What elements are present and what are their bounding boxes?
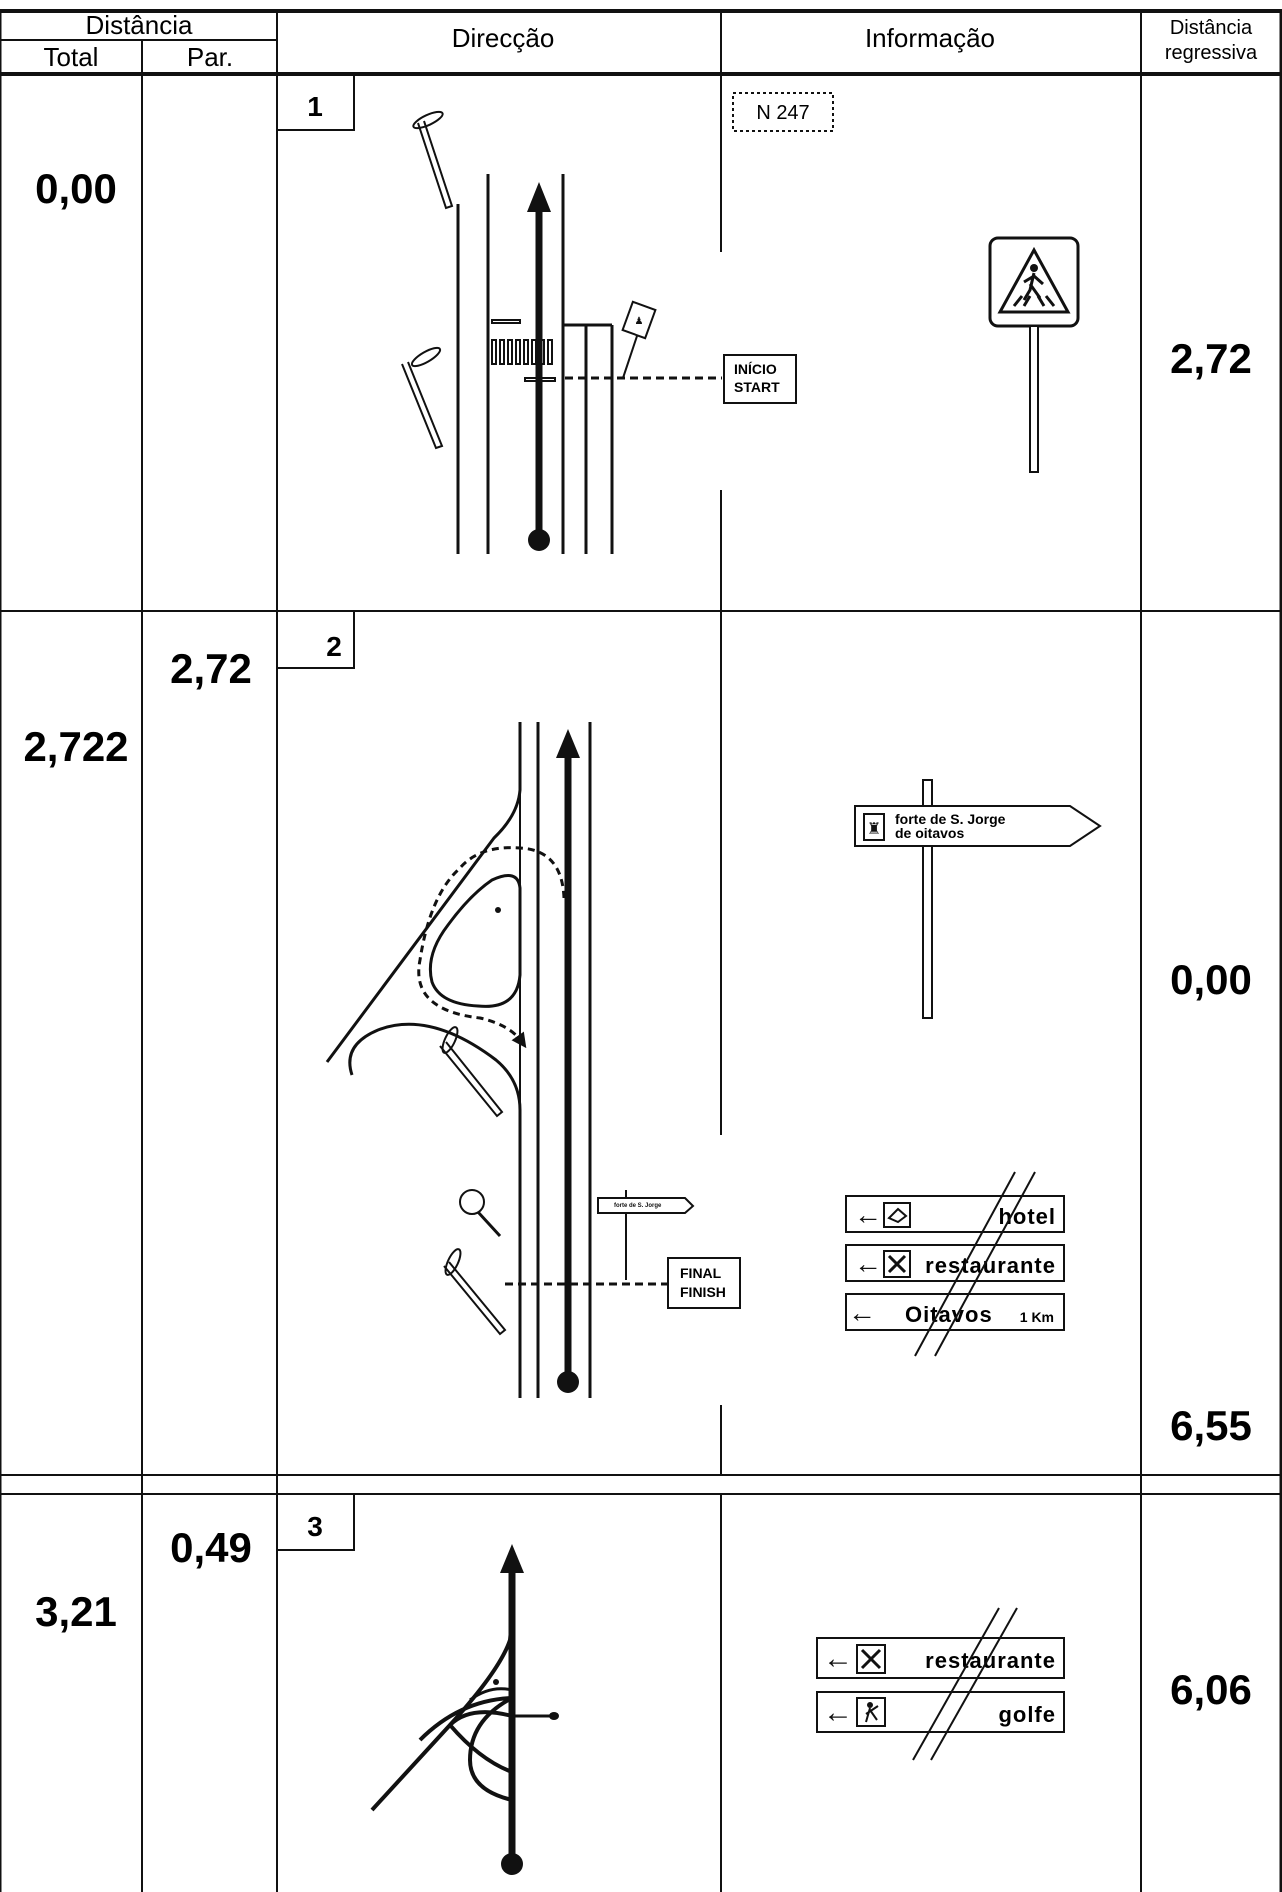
header-direccao: Direcção xyxy=(452,23,555,53)
table-row: 3,21 0,49 6,06 3 ← restaur xyxy=(35,1494,1252,1875)
remaining-distance: 6,06 xyxy=(1170,1666,1252,1713)
remaining-distance: 6,55 xyxy=(1170,1402,1252,1449)
direction-sign-hotel: ← hotel xyxy=(845,1195,1065,1233)
total-distance: 0,00 xyxy=(35,165,117,212)
street-lamp-icon xyxy=(417,120,454,210)
street-lamp-icon xyxy=(439,1041,504,1118)
pedestrian-crossing-sign xyxy=(988,236,1080,473)
partial-distance: 0,49 xyxy=(170,1524,252,1571)
sign-label-line1: forte de S. Jorge xyxy=(895,811,1006,827)
fort-icon: ♜ xyxy=(867,821,881,838)
step-box xyxy=(277,1494,355,1551)
strike-through-lines xyxy=(912,1607,1018,1761)
total-distance: 2,722 xyxy=(23,723,128,770)
finish-marker xyxy=(667,1257,741,1309)
sign-label: restaurante xyxy=(925,1253,1056,1278)
table-row: 2,722 2,72 0,00 6,55 2 xyxy=(23,611,1252,1449)
start-label-pt: INÍCIO xyxy=(734,361,777,377)
strike-through-lines xyxy=(914,1171,1036,1357)
start-label-en: START xyxy=(734,379,780,395)
pedestrian-icon xyxy=(1030,264,1038,272)
golfer-icon xyxy=(856,1697,886,1727)
direction-sign-restaurant: ← restaurante xyxy=(816,1637,1065,1679)
road-label-box xyxy=(732,92,834,132)
step-box xyxy=(277,611,355,669)
table-row: 0,00 2,72 1 xyxy=(35,74,1252,554)
total-distance: 3,21 xyxy=(35,1588,117,1635)
header-parcial: Par. xyxy=(187,42,233,72)
header-informacao: Informação xyxy=(865,23,995,53)
start-marker xyxy=(723,354,797,404)
fork-knife-icon xyxy=(883,1250,911,1278)
sign-label: Oitavos xyxy=(905,1302,993,1327)
direction-sign-oitavos: ← Oitavos 1 Km xyxy=(845,1293,1065,1331)
svg-text:forte de S. Jorge: forte de S. Jorge xyxy=(614,1203,662,1209)
finish-label-pt: FINAL xyxy=(680,1265,722,1281)
partial-distance: 2,72 xyxy=(170,645,252,692)
direction-sign-restaurant: ← restaurante xyxy=(845,1244,1065,1282)
sign-distance: 1 Km xyxy=(1020,1309,1054,1325)
bed-icon xyxy=(883,1202,911,1228)
road-label: N 247 xyxy=(756,102,809,124)
road-diagram: forte de S. Jorge xyxy=(325,722,695,1398)
arrow-left-icon: ← xyxy=(854,1199,882,1230)
finish-label-en: FINISH xyxy=(680,1284,726,1300)
step-number: 3 xyxy=(307,1511,323,1542)
remaining-distance: 2,72 xyxy=(1170,335,1252,382)
pedestrian-icon: ♟ xyxy=(635,316,644,327)
fork-knife-icon xyxy=(856,1644,886,1674)
arrow-left-icon: ← xyxy=(854,1248,882,1279)
table-grid xyxy=(0,9,1282,1892)
remaining-distance: 0,00 xyxy=(1170,956,1252,1003)
header-regressiva-line1: Distância xyxy=(1170,17,1253,39)
arrow-left-icon: ← xyxy=(848,1297,876,1328)
sign-label: hotel xyxy=(998,1204,1056,1229)
direction-sign-fort: ♜ xyxy=(854,779,1102,1019)
header-regressiva-line2: regressiva xyxy=(1165,42,1258,64)
step-box xyxy=(277,74,355,131)
header-distancia: Distância xyxy=(86,10,193,40)
header-total: Total xyxy=(44,42,99,72)
sign-label-line2: de oitavos xyxy=(895,825,964,841)
road-diagram: ♟ xyxy=(401,110,722,554)
step-number: 1 xyxy=(307,91,323,122)
step-number: 2 xyxy=(326,631,342,662)
arrow-left-icon: ← xyxy=(823,1642,853,1675)
sign-label: restaurante xyxy=(925,1648,1056,1673)
sign-label: golfe xyxy=(998,1702,1056,1727)
arrow-left-icon: ← xyxy=(823,1696,853,1729)
road-diagram xyxy=(370,1544,559,1875)
